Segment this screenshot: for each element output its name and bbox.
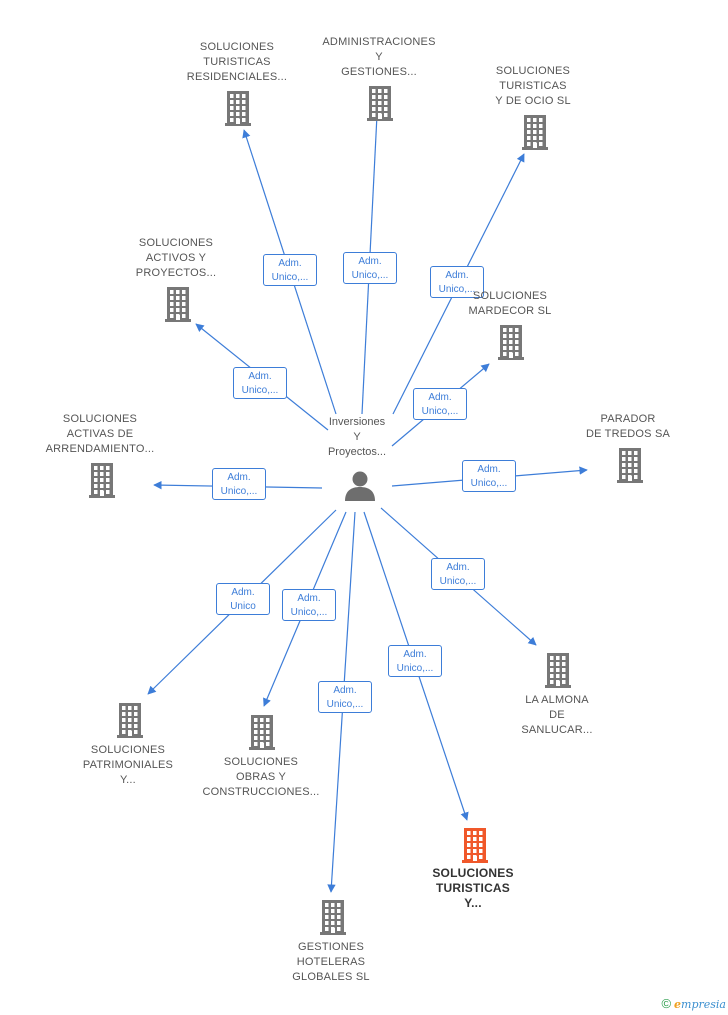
role-tag-n1[interactable]: Adm. Unico,... (263, 254, 317, 286)
role-tag-n7[interactable]: Adm. Unico,... (462, 460, 516, 492)
building-icon[interactable] (246, 714, 278, 750)
company-label-n5[interactable]: SOLUCIONES MARDECOR SL (468, 290, 552, 317)
copyright-symbol: © (661, 996, 672, 1011)
company-label-n2[interactable]: ADMINISTRACIONES Y GESTIONES... (322, 36, 436, 78)
role-tag-n4[interactable]: Adm. Unico,... (233, 367, 287, 399)
company-label-n7[interactable]: PARADOR DE TREDOS SA (585, 413, 671, 440)
company-label-n6[interactable]: SOLUCIONES ACTIVAS DE ARRENDAMIENTO... (45, 413, 155, 455)
building-icon[interactable] (495, 324, 527, 360)
company-label-n10[interactable]: LA ALMONA DE SANLUCAR... (521, 694, 593, 736)
role-tag-n12[interactable]: Adm. Unico,... (388, 645, 442, 677)
building-icon[interactable] (114, 702, 146, 738)
building-icon[interactable] (614, 447, 646, 483)
company-label-n9[interactable]: SOLUCIONES OBRAS Y CONSTRUCCIONES... (202, 756, 320, 798)
building-icon[interactable] (162, 286, 194, 322)
company-label-n4[interactable]: SOLUCIONES ACTIVOS Y PROYECTOS... (135, 237, 217, 279)
brand-name: mpresia (681, 998, 726, 1011)
role-tag-n11[interactable]: Adm. Unico,... (318, 681, 372, 713)
role-tag-n9[interactable]: Adm. Unico,... (282, 589, 336, 621)
building-icon[interactable] (364, 85, 396, 121)
role-tag-n5[interactable]: Adm. Unico,... (413, 388, 467, 420)
brand-initial: e (674, 998, 682, 1011)
role-tag-n2[interactable]: Adm. Unico,... (343, 252, 397, 284)
center-person-label[interactable]: Inversiones Y Proyectos... (327, 416, 387, 458)
company-label-n12[interactable]: SOLUCIONES TURISTICAS Y... (432, 866, 514, 910)
building-icon[interactable] (459, 827, 491, 863)
building-icon[interactable] (317, 899, 349, 935)
building-icon[interactable] (519, 114, 551, 150)
company-label-n3[interactable]: SOLUCIONES TURISTICAS Y DE OCIO SL (495, 65, 571, 107)
role-tag-n8[interactable]: Adm. Unico (216, 583, 270, 615)
company-label-n11[interactable]: GESTIONES HOTELERAS GLOBALES SL (292, 941, 370, 983)
footer-brand: ©empresia (661, 996, 726, 1011)
role-tag-n6[interactable]: Adm. Unico,... (212, 468, 266, 500)
company-label-n8[interactable]: SOLUCIONES PATRIMONIALES Y... (82, 744, 174, 786)
role-tag-n3[interactable]: Adm. Unico,... (430, 266, 484, 298)
building-icon[interactable] (86, 462, 118, 498)
building-icon[interactable] (222, 90, 254, 126)
building-icon[interactable] (542, 652, 574, 688)
role-tag-n10[interactable]: Adm. Unico,... (431, 558, 485, 590)
company-label-n1[interactable]: SOLUCIONES TURISTICAS RESIDENCIALES... (186, 41, 288, 83)
person-icon[interactable] (343, 470, 377, 502)
